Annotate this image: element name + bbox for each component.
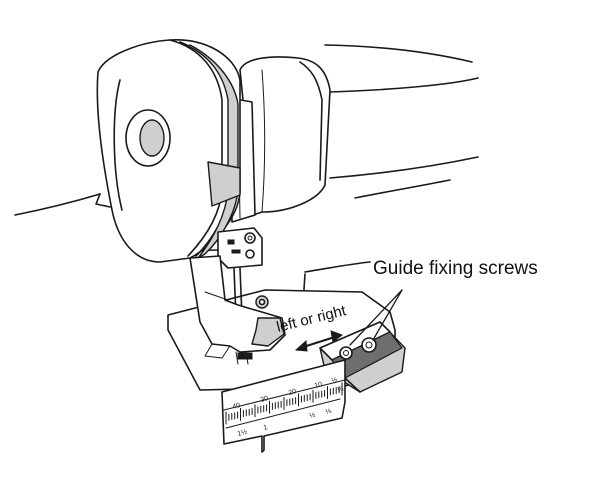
scale-number: ½	[331, 376, 339, 385]
scale-number: 30	[260, 395, 269, 404]
scale-ticks	[225, 382, 343, 425]
scale-number: 40	[232, 402, 241, 411]
scale-number: 10	[314, 381, 323, 390]
double-arrow-icon	[294, 330, 344, 352]
scale-number: 1½	[237, 428, 249, 438]
faceplate	[96, 39, 241, 263]
callout-label: Guide fixing screws	[373, 258, 538, 279]
scale-number: ⅛	[325, 408, 333, 416]
callout-leader-lines	[349, 289, 403, 346]
scale-number: 20	[288, 388, 297, 397]
scale-labels: 40 30 20 10 ½ ¼ 1½ 1 ½ ⅛	[232, 376, 345, 438]
scale-number: ½	[309, 411, 317, 420]
scale-number: 1	[263, 424, 269, 432]
presser-foot	[189, 255, 286, 365]
scale-number: ¼	[337, 386, 345, 394]
thread-cover	[229, 56, 331, 223]
